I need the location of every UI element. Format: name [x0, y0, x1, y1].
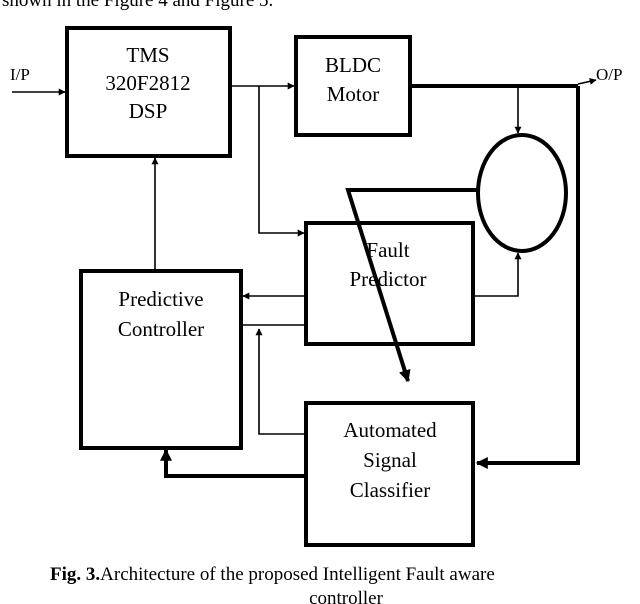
dsp-to-fault-predictor-arrow	[258, 86, 305, 237]
motor-label-line-2: Motor	[327, 82, 380, 106]
dsp-block: TMS 320F2812 DSP	[65, 26, 232, 158]
ellipse-to-classifier-arrow	[345, 188, 478, 383]
classifier-to-controller-side-arrow	[255, 328, 306, 435]
caption-prefix: Fig. 3.	[50, 564, 100, 585]
fault-predictor-label-line-2: Predictor	[350, 267, 427, 291]
predictive-controller-label-line-2: Controller	[118, 317, 204, 341]
classifier-label-line-1: Automated	[343, 418, 437, 442]
caption-text: Architecture of the proposed Intelligent…	[100, 564, 495, 585]
classifier-to-controller-bottom-arrow	[160, 448, 306, 478]
output-feedback-to-classifier-arrow	[475, 86, 580, 469]
predictive-controller-block: Predictive Controller	[79, 269, 243, 450]
header-text-fragment: shown in the Figure 4 and Figure 5.	[2, 0, 273, 11]
fault-predictor-label-line-1: Fault	[366, 238, 409, 262]
output-arrow	[577, 77, 597, 85]
signal-classifier-block: Automated Signal Classifier	[304, 401, 475, 547]
classifier-label-line-3: Classifier	[350, 478, 430, 502]
figure-caption: Fig. 3.Architecture of the proposed Inte…	[50, 564, 495, 585]
bldc-motor-block: BLDC Motor	[294, 35, 412, 137]
summing-junction-ellipse	[476, 133, 568, 253]
motor-label-line-1: BLDC	[325, 53, 381, 77]
dsp-label-line-2: 320F2812	[105, 71, 190, 95]
dsp-label-line-3: DSP	[129, 99, 168, 123]
input-label: I/P	[10, 65, 30, 84]
predictive-controller-label-line-1: Predictive	[118, 287, 203, 311]
output-label: O/P	[596, 65, 622, 84]
dsp-label-line-1: TMS	[126, 43, 169, 67]
fault-predictor-to-ellipse-arrow	[473, 252, 522, 297]
fault-predictor-block: Fault Predictor	[304, 221, 475, 346]
classifier-label-line-2: Signal	[363, 448, 417, 472]
figure-caption-line-2: controller	[309, 588, 384, 604]
